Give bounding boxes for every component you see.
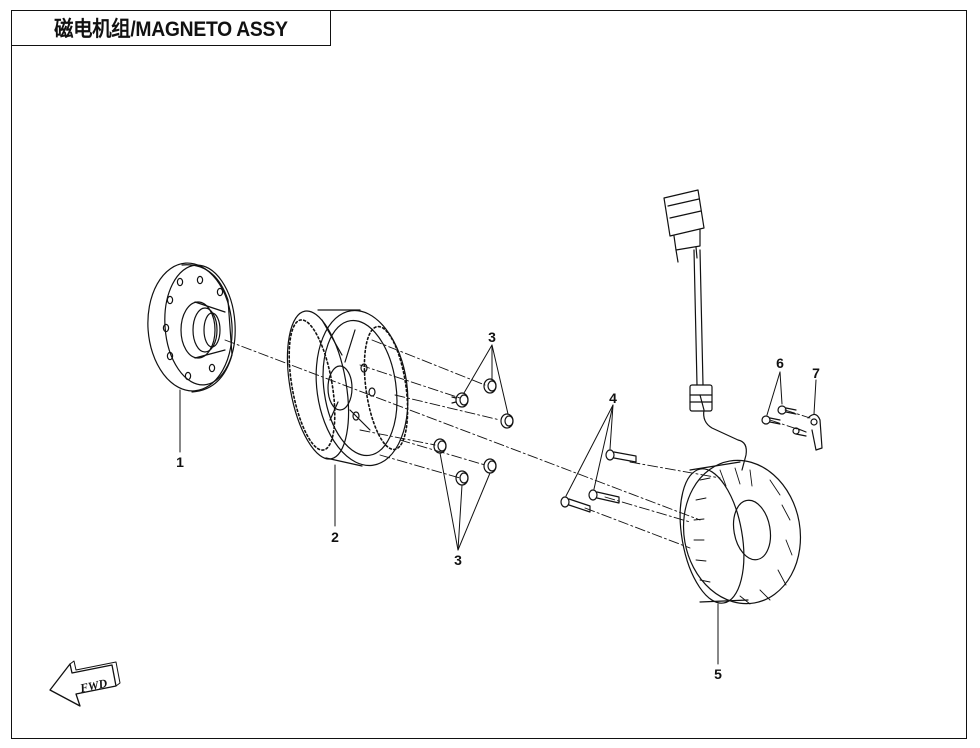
trigger-teeth xyxy=(288,319,409,451)
harness-connector xyxy=(663,189,705,263)
leader-lines xyxy=(179,389,719,665)
wire-clamp-part xyxy=(792,379,823,451)
title-box: 磁电机组/MAGNETO ASSY xyxy=(11,10,331,46)
fwd-label: FWD xyxy=(78,676,109,696)
callout-1: 1 xyxy=(176,454,184,470)
callout-4: 4 xyxy=(609,390,617,406)
hub-bolt-holes xyxy=(162,275,224,381)
fwd-arrow-icon: FWD xyxy=(49,660,121,707)
rotor-bolts-lower xyxy=(433,438,497,551)
stator-coils xyxy=(693,467,793,605)
callout-3-lower: 3 xyxy=(454,552,462,568)
stator-bolts xyxy=(560,404,637,513)
clamp-screws xyxy=(761,371,797,425)
rotor-part xyxy=(286,309,409,467)
flywheel-hub-part xyxy=(147,262,236,393)
diagram-title: 磁电机组/MAGNETO ASSY xyxy=(54,18,288,41)
callout-7: 7 xyxy=(812,365,820,381)
rotor-bolts-upper xyxy=(451,344,514,429)
callout-6: 6 xyxy=(776,355,784,371)
drawing-frame xyxy=(11,10,967,739)
callout-3-upper: 3 xyxy=(488,329,496,345)
stator-part xyxy=(663,189,802,605)
callout-2: 2 xyxy=(331,529,339,545)
callout-5: 5 xyxy=(714,666,722,682)
